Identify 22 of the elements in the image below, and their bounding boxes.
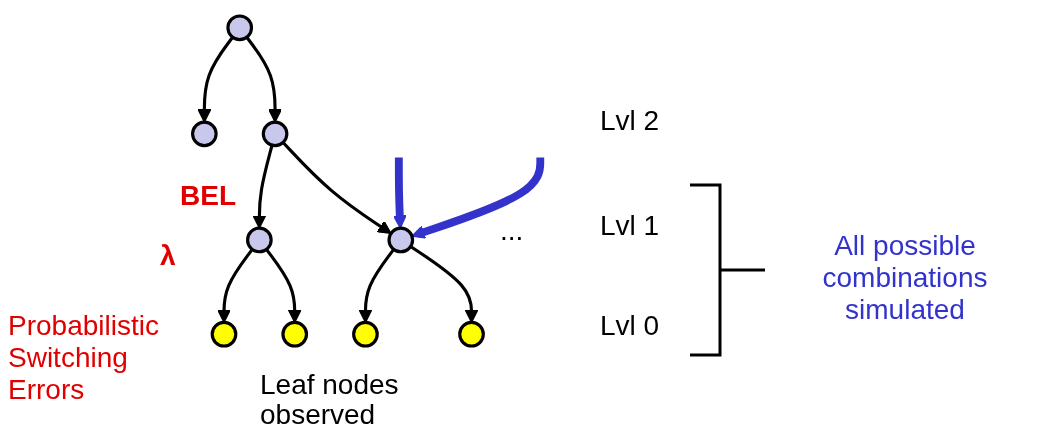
node-circle [281, 320, 309, 348]
annotation-text: Leaf nodes observed [260, 370, 400, 430]
arrow [252, 144, 274, 229]
arrow [197, 36, 234, 123]
arrow [245, 36, 282, 123]
node-label: BEL [180, 180, 236, 212]
axis-label: Lvl 1 [600, 210, 660, 242]
axis-label: Lvl 0 [600, 310, 660, 342]
arrow [281, 141, 392, 234]
ellipsis: ... [500, 215, 524, 247]
annotation-text: All possible combinations simulated [821, 230, 989, 326]
node-circle [261, 120, 289, 148]
node-circle [458, 320, 485, 348]
symbol-label: λ [160, 240, 176, 272]
node-circle [387, 226, 415, 254]
annotation-text: Probabilistic Switching Errors [8, 310, 160, 406]
node-circle [191, 120, 218, 148]
node-circle [226, 14, 254, 42]
node-circle [246, 226, 273, 254]
node-circle [210, 320, 238, 348]
node-circle [352, 320, 379, 348]
axis-label: Lvl 2 [600, 105, 660, 137]
